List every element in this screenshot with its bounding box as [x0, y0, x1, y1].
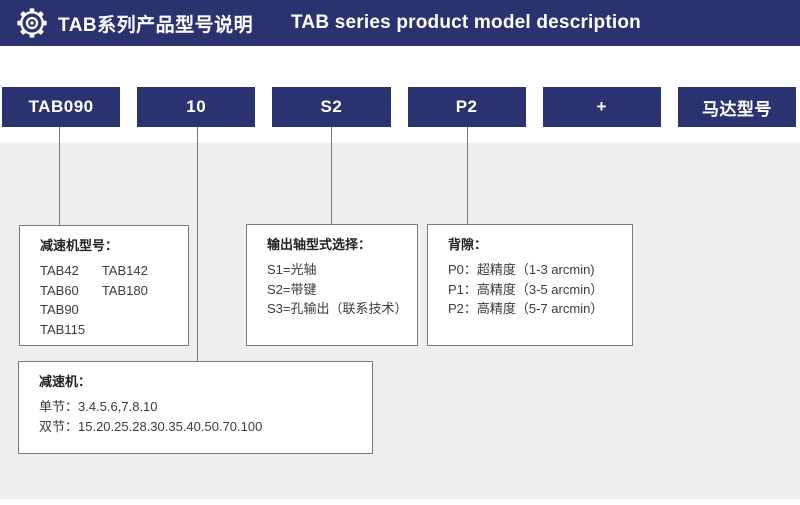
callout-output-shaft: 输出轴型式选择： S1=光轴 S2=带键 S3=孔输出（联系技术）	[246, 224, 418, 346]
option-item: P2：高精度（5-7 arcmin）	[448, 301, 604, 316]
connector-line-backlash	[467, 127, 468, 225]
model-item: TAB90	[40, 302, 79, 317]
connector-line-gearbox-model	[59, 127, 60, 226]
segment-motor-model: 马达型号	[677, 87, 797, 127]
model-item: TAB180	[101, 282, 148, 298]
segment-output-shaft: S2	[272, 87, 391, 127]
model-code-row: TAB090 10 S2 P2 + 马达型号	[2, 87, 797, 127]
callout-backlash: 背隙： P0：超精度（1-3 arcmin) P1：高精度（3-5 arcmin…	[427, 224, 633, 346]
callout-title: 减速机型号：	[40, 238, 119, 253]
segment-ratio: 10	[137, 87, 256, 127]
connector-line-output-shaft	[331, 127, 332, 225]
callout-title: 背隙：	[448, 237, 488, 252]
callout-ratios: 减速机： 单节：3.4.5.6,7.8.10 双节：15.20.25.28.30…	[18, 361, 373, 454]
gear-icon	[16, 7, 48, 39]
ratio-item: 单节：3.4.5.6,7.8.10	[39, 399, 158, 414]
callout-title: 输出轴型式选择：	[267, 237, 372, 252]
connector-line-ratio	[197, 127, 198, 362]
option-item: P1：高精度（3-5 arcmin）	[448, 281, 604, 297]
option-item: S3=孔输出（联系技术）	[267, 301, 408, 316]
model-item: TAB115	[40, 321, 86, 337]
option-item: S2=带键	[267, 281, 317, 297]
model-item: TAB42	[40, 263, 79, 278]
segment-gearbox-model: TAB090	[2, 87, 121, 127]
model-item: TAB142	[101, 263, 148, 278]
model-item: TAB60	[40, 282, 79, 298]
callout-gearbox-models: 减速机型号： TAB42 TAB60 TAB90 TAB115 TAB142 T…	[19, 225, 189, 346]
header-bar: TAB系列产品型号说明 TAB series product model des…	[0, 0, 800, 46]
ratio-item: 双节：15.20.25.28.30.35.40.50.70.100	[39, 418, 263, 434]
callout-title: 减速机：	[39, 374, 92, 389]
option-item: P0：超精度（1-3 arcmin)	[448, 262, 595, 277]
segment-plus: +	[542, 87, 661, 127]
header-title-zh: TAB系列产品型号说明	[58, 14, 254, 36]
option-item: S1=光轴	[267, 262, 317, 277]
header-title-en: TAB series product model description	[291, 12, 641, 33]
segment-backlash: P2	[407, 87, 526, 127]
